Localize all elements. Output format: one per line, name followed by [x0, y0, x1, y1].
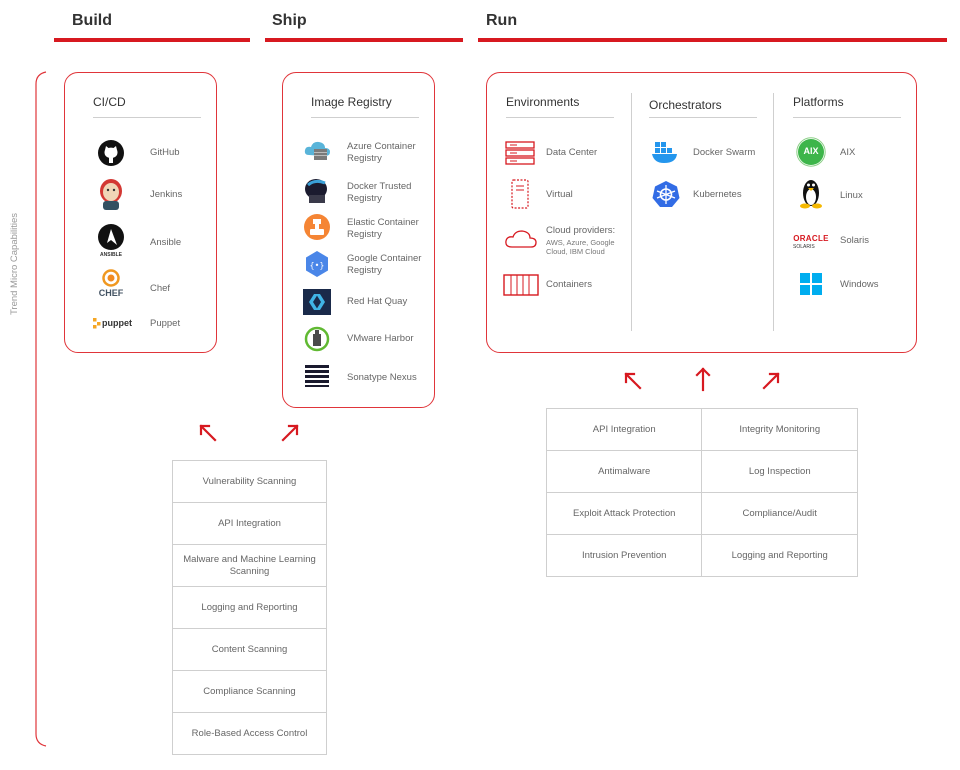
registry-item-label: Google Container Registry: [347, 253, 422, 276]
azure-container-registry-icon: [304, 141, 330, 160]
cicd-item-label: GitHub: [150, 147, 180, 158]
server-rack-icon: [505, 141, 535, 165]
capability-cell: Role-Based Access Control: [172, 712, 327, 755]
phase-bar-build: [54, 38, 250, 42]
platforms-item-label: Linux: [840, 190, 863, 201]
platforms-item-label: Windows: [840, 279, 879, 290]
capability-cell: Logging and Reporting: [172, 586, 327, 629]
solaris-subcaption: SOLARIS: [793, 244, 815, 250]
capability-cell: Content Scanning: [172, 628, 327, 671]
environments-item-label: Virtual: [546, 189, 573, 200]
environments-title: Environments: [506, 95, 580, 109]
chef-icon: [102, 269, 120, 287]
capability-cell: API Integration: [172, 502, 327, 545]
registry-title-rule: [311, 117, 419, 118]
cloud-icon: [505, 230, 537, 248]
run-capabilities-table: API Integration Integrity Monitoring Ant…: [545, 408, 858, 577]
vmware-harbor-icon: [304, 326, 330, 352]
cicd-card: CI/CD GitHub Jenkins ANSIBLE Ansible CHE…: [64, 72, 217, 353]
environments-item-label: Data Center: [546, 147, 598, 158]
cloud-providers-sublabel: AWS, Azure, Google Cloud, IBM Cloud: [546, 238, 615, 256]
aix-caption: AIX: [803, 146, 819, 156]
platforms-title-rule: [793, 117, 901, 118]
capability-cell: Intrusion Prevention: [545, 534, 703, 577]
arrow-to-registry: [281, 424, 299, 442]
platforms-item-label: AIX: [840, 147, 856, 158]
capability-cell: Compliance Scanning: [172, 670, 327, 713]
cicd-item-label: Jenkins: [150, 189, 183, 200]
run-card: Environments Data Center Virtual Cloud p…: [486, 72, 917, 353]
red-hat-quay-icon: [303, 289, 331, 315]
build-capabilities-table: Vulnerability Scanning API Integration M…: [172, 460, 327, 755]
registry-item-label: Elastic Container Registry: [347, 217, 419, 240]
sonatype-nexus-icon: [305, 365, 329, 387]
registry-item-label: Docker Trusted Registry: [347, 181, 412, 204]
arrow-to-environments: [624, 372, 642, 390]
environments-item-label: Containers: [546, 279, 592, 290]
google-container-registry-icon: {•}: [306, 251, 328, 277]
kubernetes-icon: [652, 181, 680, 207]
ansible-caption: ANSIBLE: [100, 252, 122, 258]
registry-item-label: Azure Container Registry: [347, 141, 416, 164]
svg-text:{•}: {•}: [310, 261, 325, 270]
capability-cell: API Integration: [545, 408, 703, 451]
cicd-item-label: Ansible: [150, 237, 182, 248]
puppet-icon: [93, 318, 101, 329]
phase-bar-run: [478, 38, 947, 42]
jenkins-icon: [100, 179, 122, 210]
cicd-title-rule: [93, 117, 201, 118]
github-icon: [98, 140, 124, 166]
platforms-item-label: Solaris: [840, 235, 870, 246]
cicd-item-label: Chef: [150, 283, 171, 294]
virtual-server-icon: [511, 179, 529, 209]
orchestrators-item-label: Docker Swarm: [693, 147, 756, 158]
docker-swarm-icon: [652, 142, 677, 163]
capability-cell: Vulnerability Scanning: [172, 460, 327, 503]
elastic-container-registry-icon: [304, 214, 330, 240]
orchestrators-title: Orchestrators: [649, 98, 722, 112]
capability-cell: Antimalware: [545, 450, 703, 493]
platforms-title: Platforms: [793, 95, 844, 109]
capability-cell: Malware and Machine Learning Scanning: [172, 544, 327, 587]
oracle-caption: ORACLE: [793, 234, 829, 243]
windows-icon: [800, 273, 822, 295]
phase-title-ship: Ship: [272, 12, 307, 29]
run-column-divider: [631, 93, 632, 331]
arrow-to-orchestrators: [695, 367, 711, 392]
chef-caption: CHEF: [98, 288, 124, 298]
aix-icon: [796, 137, 826, 167]
phase-title-build: Build: [72, 12, 112, 29]
docker-trusted-registry-icon: [305, 179, 327, 203]
cicd-title: CI/CD: [93, 95, 126, 109]
capability-cell: Logging and Reporting: [701, 534, 858, 577]
registry-title: Image Registry: [311, 95, 392, 109]
environments-item-label: Cloud providers:: [546, 225, 616, 236]
ansible-icon: [98, 224, 124, 250]
orchestrators-title-rule: [649, 117, 757, 118]
image-registry-card: Image Registry Azure Container Registry …: [282, 72, 435, 408]
capability-cell: Compliance/Audit: [701, 492, 858, 535]
registry-item-label: VMware Harbor: [347, 333, 414, 344]
run-column-divider: [773, 93, 774, 331]
phase-bar-ship: [265, 38, 463, 42]
arrow-to-platforms: [762, 372, 780, 390]
cicd-item-label: Puppet: [150, 318, 181, 329]
phase-title-run: Run: [486, 12, 518, 29]
capability-cell: Exploit Attack Protection: [545, 492, 703, 535]
container-icon: [503, 274, 539, 296]
capabilities-bracket: [35, 71, 47, 747]
registry-item-label: Sonatype Nexus: [347, 372, 417, 383]
capability-cell: Log Inspection: [701, 450, 858, 493]
capability-cell: Integrity Monitoring: [701, 408, 858, 451]
registry-item-label: Red Hat Quay: [347, 296, 408, 307]
linux-penguin-icon: [800, 180, 822, 209]
puppet-caption: puppet: [102, 318, 132, 328]
orchestrators-item-label: Kubernetes: [693, 189, 742, 200]
environments-title-rule: [506, 117, 614, 118]
arrow-to-cicd: [199, 424, 217, 442]
